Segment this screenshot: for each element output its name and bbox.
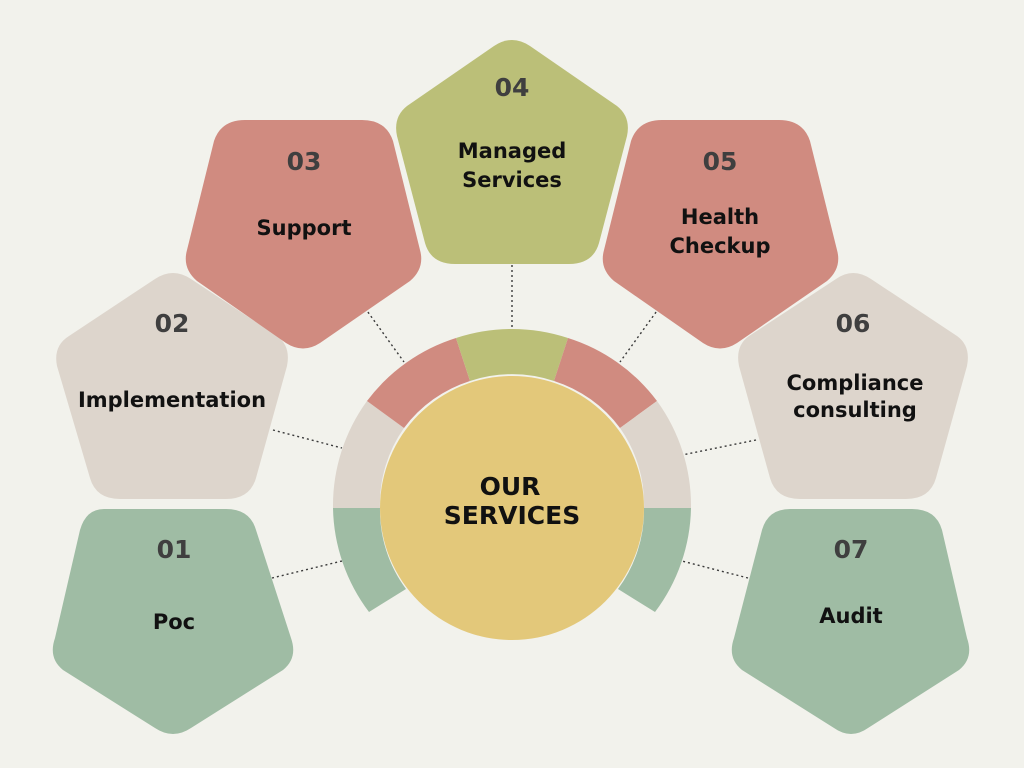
pentagon-06 xyxy=(738,273,968,499)
pentagon-04 xyxy=(396,40,628,264)
ring-segment-03 xyxy=(367,338,470,428)
pentagon-07 xyxy=(731,509,970,734)
service-number-01: 01 xyxy=(157,535,192,564)
connector-03 xyxy=(364,307,405,363)
service-number-04: 04 xyxy=(495,73,530,102)
service-04: 04 Managed Services xyxy=(396,40,628,264)
service-number-02: 02 xyxy=(155,309,190,338)
center-title-line-1: OUR xyxy=(480,472,541,501)
pentagon-05 xyxy=(602,120,839,349)
ring-segment-05 xyxy=(554,338,657,428)
ring xyxy=(332,328,692,612)
connector-06 xyxy=(681,439,757,456)
service-label-05-line-1: Health xyxy=(681,205,759,229)
service-01: 01 Poc xyxy=(52,509,294,734)
service-03: 03 Support xyxy=(185,120,422,349)
service-number-07: 07 xyxy=(834,535,869,564)
connector-05 xyxy=(619,307,660,363)
service-label-06-line-1: Compliance xyxy=(787,371,924,395)
service-number-03: 03 xyxy=(287,147,322,176)
service-label-02: Implementation xyxy=(78,388,266,412)
service-label-04-line-1: Managed xyxy=(458,139,567,163)
center-title-line-2: SERVICES xyxy=(444,501,580,530)
connector-02 xyxy=(272,429,343,449)
ring-segment-02 xyxy=(332,401,404,508)
service-06: 06 Compliance consulting xyxy=(738,273,968,499)
ring-segment-01 xyxy=(333,508,406,612)
pentagon-03 xyxy=(185,120,422,349)
service-07: 07 Audit xyxy=(731,509,970,734)
service-label-04-line-2: Services xyxy=(462,168,562,192)
pentagon-02 xyxy=(56,273,288,499)
service-label-06-line-2: consulting xyxy=(793,398,917,422)
pentagon-01 xyxy=(52,509,294,734)
connectors xyxy=(271,265,757,579)
service-label-07: Audit xyxy=(819,604,882,628)
service-label-03: Support xyxy=(257,216,352,240)
service-number-05: 05 xyxy=(703,147,738,176)
ring-segment-06 xyxy=(620,401,692,508)
ring-segment-04 xyxy=(456,328,568,381)
center-circle xyxy=(380,376,644,640)
ring-segment-07 xyxy=(618,508,691,612)
connector-01 xyxy=(271,560,343,579)
connector-07 xyxy=(681,560,749,579)
service-number-06: 06 xyxy=(836,309,871,338)
service-05: 05 Health Checkup xyxy=(602,120,839,349)
center-hub: OUR SERVICES xyxy=(380,376,644,640)
service-label-01: Poc xyxy=(153,610,195,634)
service-02: 02 Implementation xyxy=(56,273,288,499)
service-label-05-line-2: Checkup xyxy=(669,234,770,258)
